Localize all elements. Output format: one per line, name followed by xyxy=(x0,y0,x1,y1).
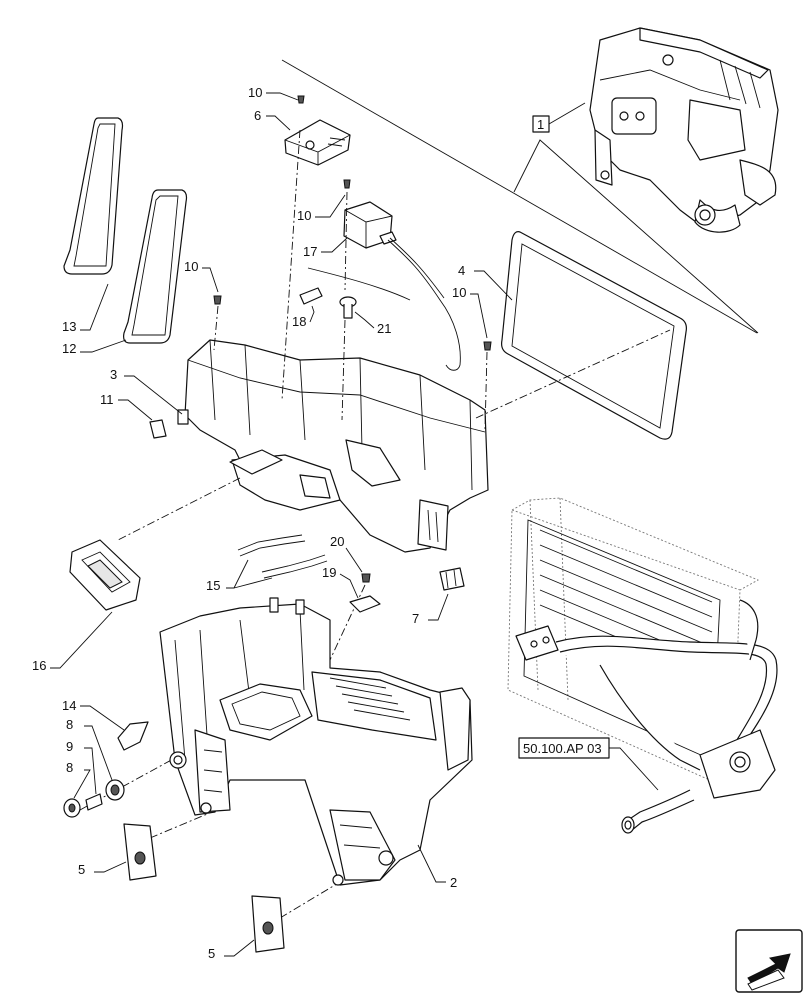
leader-10-left xyxy=(202,267,219,293)
rod-15a xyxy=(237,534,303,551)
seal-frame-4 xyxy=(501,231,687,440)
alignment-line-16 xyxy=(117,477,241,541)
screw-10-mid xyxy=(343,179,351,189)
screw-10-top xyxy=(297,95,305,104)
leader-17 xyxy=(321,237,348,253)
leader-12 xyxy=(80,339,127,353)
clip-11 xyxy=(149,419,167,439)
leader-10-mid xyxy=(315,194,346,218)
leader-8-upper xyxy=(84,725,113,781)
assembly-separator-line xyxy=(281,59,758,334)
alignment-line-17 xyxy=(341,191,348,421)
alignment-line-5b xyxy=(279,881,341,919)
leader-14 xyxy=(80,705,125,731)
actuator-6 xyxy=(284,119,351,166)
leader-6 xyxy=(266,115,291,131)
callout-3: 3 xyxy=(110,367,117,382)
callout-18: 18 xyxy=(292,314,306,329)
alignment-line-left xyxy=(213,305,219,351)
leader-4 xyxy=(474,270,513,301)
callout-13: 13 xyxy=(62,319,76,334)
clip-18 xyxy=(299,287,323,305)
callout-2: 2 xyxy=(450,875,457,890)
pad-5b xyxy=(251,895,285,953)
pin-9 xyxy=(85,793,103,811)
clip-7 xyxy=(439,567,465,591)
callout-10-right: 10 xyxy=(452,285,466,300)
callout-10-top: 10 xyxy=(248,85,262,100)
callout-7: 7 xyxy=(412,611,419,626)
leader-15 xyxy=(226,559,273,589)
callout-10-left: 10 xyxy=(184,259,198,274)
duct-seal-16 xyxy=(69,539,141,611)
reference-link[interactable]: 50.100.AP 03 xyxy=(523,741,602,756)
callout-17: 17 xyxy=(303,244,317,259)
callout-19: 19 xyxy=(322,565,336,580)
assembly-bracket-line xyxy=(513,139,759,334)
navigation-arrow-icon[interactable] xyxy=(735,929,803,993)
alignment-line-6 xyxy=(281,129,301,401)
callout-11: 11 xyxy=(100,392,114,407)
leader-10-right xyxy=(470,293,488,339)
gasket-12 xyxy=(123,189,188,344)
leader-5a xyxy=(94,861,127,873)
leader-19 xyxy=(339,573,359,599)
bushing-8-upper xyxy=(105,779,125,801)
leader-20 xyxy=(345,547,363,573)
callout-21: 21 xyxy=(377,321,391,336)
callout-14: 14 xyxy=(62,698,76,713)
leader-5b xyxy=(224,939,255,957)
callout-5a: 5 xyxy=(78,862,85,877)
alignment-line-5a xyxy=(149,811,213,839)
leader-9 xyxy=(84,747,97,795)
callout-15: 15 xyxy=(206,578,220,593)
screw-10-left xyxy=(213,295,222,305)
alignment-line-4 xyxy=(475,329,671,419)
callout-12: 12 xyxy=(62,341,76,356)
callout-4: 4 xyxy=(458,263,465,278)
callout-6: 6 xyxy=(254,108,261,123)
callout-5b: 5 xyxy=(208,946,215,961)
lower-housing-2 xyxy=(159,597,473,886)
callout-8-upper: 8 xyxy=(66,717,73,732)
leader-1 xyxy=(548,102,586,125)
grommet-21 xyxy=(339,296,357,319)
evaporator-core xyxy=(507,497,778,834)
callout-20: 20 xyxy=(330,534,344,549)
bracket-19 xyxy=(349,595,381,613)
rod-15b xyxy=(261,554,326,573)
wire-harness xyxy=(307,267,411,301)
leader-2 xyxy=(417,844,446,883)
callout-9: 9 xyxy=(66,739,73,754)
bushing-8-lower xyxy=(63,798,81,818)
alignment-line-19 xyxy=(329,584,366,661)
callout-16: 16 xyxy=(32,658,46,673)
upper-housing-3 xyxy=(177,339,489,553)
leader-11 xyxy=(118,399,153,421)
callout-8-lower: 8 xyxy=(66,760,73,775)
leader-3 xyxy=(124,375,183,415)
leader-7 xyxy=(428,593,449,621)
assembly-overview xyxy=(589,27,779,233)
callout-10-mid: 10 xyxy=(297,208,311,223)
leader-10-top xyxy=(266,92,299,101)
leader-16 xyxy=(50,611,113,669)
leader-8-lower xyxy=(73,769,91,799)
leader-18 xyxy=(309,305,315,323)
leader-reference xyxy=(609,747,659,791)
leader-13 xyxy=(80,283,109,331)
clip-14 xyxy=(117,721,149,751)
alignment-line-right xyxy=(484,351,488,431)
pad-5a xyxy=(123,823,157,881)
sensor-module-17 xyxy=(343,201,461,371)
screw-20 xyxy=(361,573,371,583)
callout-1: 1 xyxy=(537,117,544,132)
screw-10-right xyxy=(483,341,492,351)
leader-21 xyxy=(354,311,375,329)
